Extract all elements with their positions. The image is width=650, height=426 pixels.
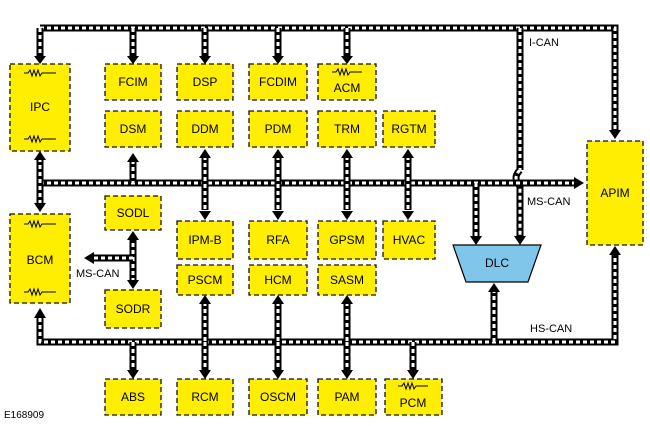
module-trm-label: TRM [334, 122, 360, 136]
module-trm: TRM [317, 110, 377, 148]
bus-lines [36, 24, 619, 370]
module-rfa-label: RFA [266, 233, 289, 247]
module-sasm: SASM [317, 264, 377, 296]
module-hvac: HVAC [382, 220, 436, 260]
module-bcm-label: BCM [27, 253, 54, 267]
module-gpsm-label: GPSM [329, 233, 364, 247]
ican-label: I-CAN [529, 37, 559, 49]
module-ddm: DDM [176, 110, 234, 148]
module-dsm: DSM [104, 110, 162, 148]
module-rgtm-label: RGTM [391, 122, 426, 136]
module-acm: ACM [317, 63, 377, 101]
module-pscm: PSCM [176, 264, 234, 296]
module-dsp-label: DSP [193, 75, 218, 89]
module-rcm: RCM [176, 378, 234, 416]
module-gpsm: GPSM [317, 220, 377, 260]
module-fcim-label: FCIM [118, 75, 147, 89]
module-ddm-label: DDM [191, 122, 218, 136]
module-abs: ABS [104, 378, 162, 416]
module-hcm-label: HCM [264, 273, 291, 287]
modules: IPC FCIM DSP FCDIM ACM DSM DDM [9, 63, 644, 416]
module-pdm-label: PDM [265, 122, 292, 136]
module-ipm-b-label: IPM-B [188, 233, 221, 247]
module-pcm-label: PCM [400, 396, 427, 410]
module-oscm-label: OSCM [260, 390, 296, 404]
module-sodr-label: SODR [116, 302, 151, 316]
figure-id: E168909 [4, 410, 44, 421]
module-ipm-b: IPM-B [176, 220, 234, 260]
module-ipc: IPC [9, 63, 71, 152]
module-rcm-label: RCM [191, 390, 218, 404]
hs-can-label: HS-CAN [530, 323, 572, 335]
ms-can-label: MS-CAN [527, 196, 570, 208]
dlc-connector: DLC [452, 244, 542, 283]
module-pcm: PCM [384, 378, 443, 416]
module-abs-label: ABS [121, 390, 145, 404]
module-oscm: OSCM [248, 378, 308, 416]
module-sasm-label: SASM [330, 273, 364, 287]
module-fcdim-label: FCDIM [259, 75, 297, 89]
module-pdm: PDM [248, 110, 308, 148]
dlc-label: DLC [485, 256, 509, 270]
arrowheads [34, 56, 621, 379]
module-sodr: SODR [104, 289, 162, 329]
module-dsm-label: DSM [120, 122, 147, 136]
module-pam-label: PAM [334, 390, 359, 404]
module-acm-label: ACM [334, 81, 361, 95]
module-hcm: HCM [248, 264, 308, 296]
module-dsp: DSP [176, 63, 234, 101]
module-fcdim: FCDIM [248, 63, 308, 101]
module-bcm: BCM [9, 213, 71, 304]
module-fcim: FCIM [104, 63, 162, 101]
module-apim-label: APIM [600, 186, 629, 200]
module-sodl-label: SODL [117, 206, 150, 220]
module-apim: APIM [586, 140, 644, 246]
module-ipc-label: IPC [30, 100, 50, 114]
module-pam: PAM [317, 378, 377, 416]
ms-can-sod-label: MS-CAN [76, 268, 119, 280]
module-rfa: RFA [248, 220, 308, 260]
module-pscm-label: PSCM [188, 273, 223, 287]
module-rgtm: RGTM [382, 110, 436, 148]
module-sodl: SODL [104, 195, 162, 231]
module-hvac-label: HVAC [393, 233, 426, 247]
